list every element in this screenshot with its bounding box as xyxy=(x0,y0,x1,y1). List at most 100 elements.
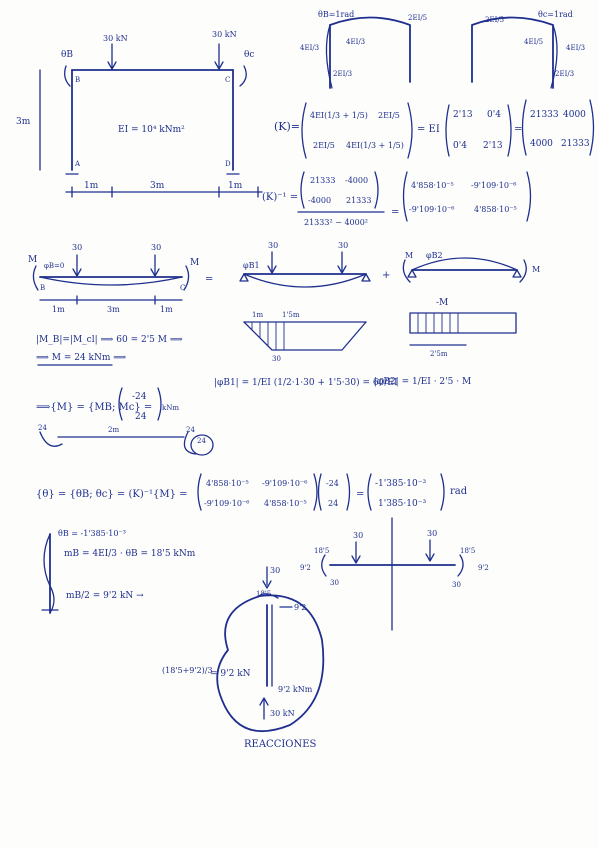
theta-r2: 1'385·10⁻³ xyxy=(378,499,426,509)
inverse-b11: 4'858·10⁻⁵ xyxy=(411,181,454,190)
stiffness-m11: 4EI(1/3 + 1/5) xyxy=(310,111,368,120)
mode1-k1: 4EI/3 xyxy=(300,44,319,52)
beam2-dim-b: 1'5m xyxy=(282,311,300,319)
moment-v2: 24 xyxy=(135,412,147,422)
beam2-load1: 30 xyxy=(268,241,278,250)
reaction-frac: (18'5+9'2)/3 xyxy=(162,666,213,675)
reactions-beam: 30 30 18'5 18'5 9'2 9'2 30 30 xyxy=(300,529,489,589)
load-label-b: 30 kN xyxy=(103,34,128,43)
beam2-peak: 30 xyxy=(272,355,281,363)
mode-theta-c-sketch: θc=1rad 2EI/5 4EI/5 4EI/3 2EI/3 xyxy=(471,10,585,89)
reaction-base-v: 30 kN xyxy=(270,709,295,718)
stiffness-m21: 2EI/5 xyxy=(313,141,335,150)
column-mb: mB = 4EI/3 · θB = 18'5 kNm xyxy=(64,549,196,559)
col-top-m: 18'5 xyxy=(256,590,271,598)
rotation-arrow-c xyxy=(239,65,247,87)
beam3-neg-m: -M xyxy=(436,298,448,308)
beam3-dim: 2'5m xyxy=(430,350,448,358)
mode1-k4: 2EI/5 xyxy=(408,14,427,22)
inverse-a12: -4000 xyxy=(345,176,368,185)
simply-supported-beam-loads: 30 30 φB1 1m 1'5m 30 + |φB1| = 1/EI (1/2… xyxy=(214,241,398,388)
beam3-m-right: M xyxy=(532,265,540,274)
moment-mid: 2m xyxy=(108,426,119,434)
rotation-arrow-b xyxy=(64,65,71,87)
moment-unit: kNm xyxy=(162,404,179,412)
beam1-dim3: 1m xyxy=(160,305,173,314)
reaction-m-b: 18'5 xyxy=(460,547,475,555)
beam1-dim2: 3m xyxy=(107,305,120,314)
mode2-theta: θc=1rad xyxy=(538,10,573,19)
inverse-matrix-equation: (K)⁻¹ = 21333 -4000 -4000 21333 21333² −… xyxy=(262,171,532,227)
mode2-deformed-frame xyxy=(471,16,554,89)
theta-unit: rad xyxy=(450,486,468,497)
stiffness-r21: 4000 xyxy=(530,139,553,149)
beam1-phi: φB=0 xyxy=(44,262,64,270)
reaction-v-b: 30 xyxy=(452,581,461,589)
stiffness-matrix-equation: (K)= 4EI(1/3 + 1/5) 2EI/5 2EI/5 4EI(1/3 … xyxy=(274,99,595,159)
reactions-circle xyxy=(216,594,325,733)
column-sketch: θB = -1'385·10⁻³ mB = 4EI/3 · θB = 18'5 … xyxy=(41,529,196,614)
inverse-b12: -9'109·10⁻⁶ xyxy=(471,181,516,190)
stiffness-n11: 2'13 xyxy=(453,110,473,120)
dim-label-1: 1m xyxy=(84,181,99,191)
height-label: 3m xyxy=(16,117,31,127)
theta-lhs: {θ} = {θB; θc} = (K)⁻¹{M} = xyxy=(36,489,188,500)
col-top-h: 9'2 xyxy=(294,603,306,612)
load-label-c: 30 kN xyxy=(212,30,237,39)
moment-right-top: 24 xyxy=(186,426,195,434)
reaction-base-m: 9'2 kNm xyxy=(278,685,313,694)
reactions-title: REACCIONES xyxy=(244,739,317,750)
reaction-load-a: 30 xyxy=(353,531,363,540)
inverse-eq: = xyxy=(391,207,399,218)
stiffness-eq2: = xyxy=(514,124,522,135)
stiffness-lhs: (K)= xyxy=(274,120,300,133)
beam1-node-c: C xyxy=(180,284,185,292)
fixed-beam-sketch: 30 30 M M φB=0 B C 1m 3m 1m = |M_B|=|M_c… xyxy=(28,243,213,366)
reaction-h-b: 9'2 xyxy=(478,564,489,572)
inverse-a21: -4000 xyxy=(308,196,331,205)
phi-b2-formula: |φB2| = 1/EI · 2'5 · M xyxy=(374,377,471,387)
theta-c11: 4'858·10⁻⁵ xyxy=(206,479,249,488)
moment-block xyxy=(409,312,517,334)
moment-vector: ⟹{M} = {MB; Mc} = -24 24 kNm 24 2m 24 24 xyxy=(36,387,214,456)
theta-c21: -9'109·10⁻⁶ xyxy=(204,499,249,508)
beam3-phi: φB2 xyxy=(426,251,443,260)
node-c-label: C xyxy=(225,76,230,84)
stiffness-eq1: = EI xyxy=(417,124,440,135)
theta-r1: -1'385·10⁻³ xyxy=(375,479,426,489)
mode1-k3: 2EI/3 xyxy=(333,70,352,78)
beam1-dim1: 1m xyxy=(52,305,65,314)
reaction-load-b: 30 xyxy=(427,529,437,538)
beam1-m-right: M xyxy=(190,258,199,268)
col-top-v: 30 xyxy=(270,566,280,575)
load-arrowhead-b xyxy=(107,61,117,70)
end-moment-beam: φB2 M M -M 2'5m |φB2| = 1/EI · 2'5 · M xyxy=(374,251,540,387)
theta-m2: 24 xyxy=(328,499,338,508)
mode1-theta: θB=1rad xyxy=(318,10,354,19)
mode2-k1: 2EI/5 xyxy=(485,16,504,24)
node-a-label: A xyxy=(74,160,81,168)
beam2-load2: 30 xyxy=(338,241,348,250)
mode2-k2: 4EI/5 xyxy=(524,38,543,46)
stiffness-n12: 0'4 xyxy=(487,110,501,120)
node-b-label: B xyxy=(75,76,80,84)
dim-label-3: 1m xyxy=(228,181,243,191)
phi-b1-formula: |φB1| = 1/EI (1/2·1·30 + 1'5·30) = 60/EI xyxy=(214,377,398,388)
beam3-m-left: M xyxy=(405,251,413,260)
stiffness-m12: 2EI/5 xyxy=(378,111,400,120)
inverse-den: 21333² − 4000² xyxy=(304,218,368,227)
reaction-m-a: 18'5 xyxy=(314,547,329,555)
theta-c22: 4'858·10⁻⁵ xyxy=(264,499,307,508)
beam1-node-b: B xyxy=(40,284,45,292)
load-arrowhead-c xyxy=(214,61,224,70)
moment-right-bottom: 24 xyxy=(197,437,206,445)
rotation-solution: {θ} = {θB; θc} = (K)⁻¹{M} = 4'858·10⁻⁵ -… xyxy=(36,473,468,511)
bmd-trapezoid xyxy=(243,321,367,351)
compat-equation: |M_B|=|M_cl| ⟹ 60 = 2'5 M ⟹ xyxy=(36,335,183,345)
stiffness-r11: 21333 xyxy=(530,110,559,120)
moment-left: 24 xyxy=(38,424,47,432)
beam1-load1: 30 xyxy=(72,243,82,252)
moment-lhs: ⟹{M} = {MB; Mc} = xyxy=(36,402,152,413)
